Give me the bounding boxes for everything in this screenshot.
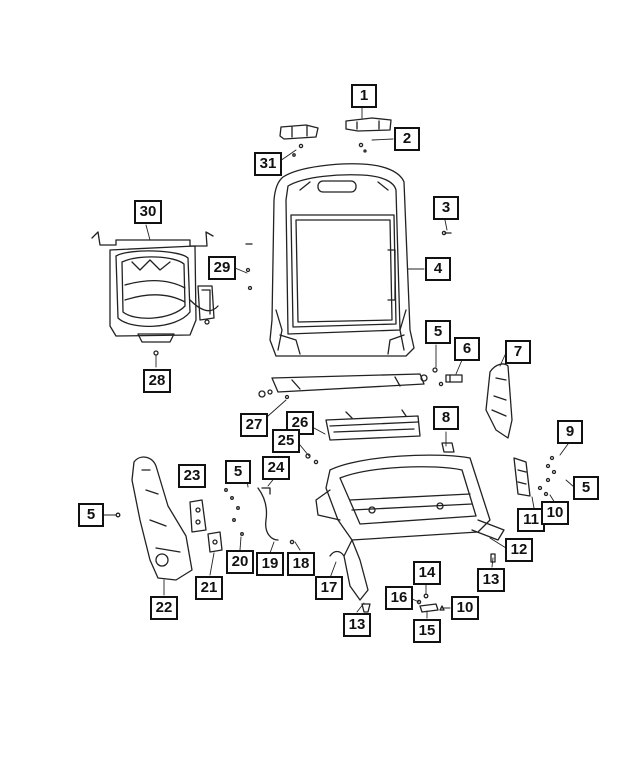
- callout-28[interactable]: 28: [143, 369, 171, 393]
- part-24-harness: [257, 487, 279, 541]
- part-6-bolt: [445, 374, 463, 383]
- part-11-bracket: [513, 457, 531, 497]
- callout-4[interactable]: 4: [425, 257, 451, 281]
- part-22-side-trim: [131, 456, 193, 581]
- callout-25[interactable]: 25: [272, 429, 300, 453]
- callout-14[interactable]: 14: [413, 561, 441, 585]
- callout-27[interactable]: 27: [240, 413, 268, 437]
- callout-16[interactable]: 16: [385, 586, 413, 610]
- leader-lines: [103, 107, 575, 619]
- part-27-crossbar: [258, 373, 428, 400]
- part-5-screw-left: [115, 512, 121, 518]
- callout-7[interactable]: 7: [505, 340, 531, 364]
- callout-2[interactable]: 2: [394, 127, 420, 151]
- part-14-clip: [423, 593, 429, 599]
- part-8-clip: [441, 442, 455, 453]
- part-23-switch: [189, 499, 207, 533]
- part-21-switch: [207, 531, 223, 553]
- part-31-clips: [292, 142, 367, 157]
- callout-5[interactable]: 5: [425, 320, 451, 344]
- callout-9[interactable]: 9: [557, 420, 583, 444]
- callout-20[interactable]: 20: [226, 550, 254, 574]
- part-29-screws: [245, 243, 253, 291]
- part-29-motor: [197, 285, 215, 325]
- part-18-screw: [289, 539, 295, 545]
- part-1-headrest-guides: [279, 117, 392, 140]
- callout-21[interactable]: 21: [195, 576, 223, 600]
- part-4-seat-back-frame: [269, 163, 415, 357]
- callout-15[interactable]: 15: [413, 619, 441, 643]
- part-12-cushion-frame: [315, 454, 505, 601]
- callout-23[interactable]: 23: [178, 464, 206, 488]
- part-16-nut: [416, 599, 422, 605]
- part-28-fastener: [153, 350, 159, 356]
- callout-24[interactable]: 24: [262, 456, 290, 480]
- part-20-screws: [224, 488, 244, 536]
- callout-1[interactable]: 1: [351, 84, 377, 108]
- callout-31[interactable]: 31: [254, 152, 282, 176]
- part-17-cable: [329, 550, 345, 557]
- callout-3[interactable]: 3: [433, 196, 459, 220]
- callout-13b[interactable]: 13: [343, 613, 371, 637]
- callout-5d[interactable]: 5: [78, 503, 104, 527]
- part-7-shield: [485, 363, 513, 439]
- callout-19[interactable]: 19: [256, 552, 284, 576]
- callout-13[interactable]: 13: [477, 568, 505, 592]
- part-15-plate: [419, 603, 445, 613]
- part-5-nuts: [432, 367, 444, 387]
- callout-17[interactable]: 17: [315, 576, 343, 600]
- callout-10[interactable]: 10: [541, 501, 569, 525]
- callout-22[interactable]: 22: [150, 596, 178, 620]
- part-26-bracket: [325, 409, 421, 441]
- part-3-screw: [441, 230, 452, 236]
- part-25-bolts: [305, 453, 319, 465]
- callout-18[interactable]: 18: [287, 552, 315, 576]
- callout-10b[interactable]: 10: [451, 596, 479, 620]
- part-30-suspension-mat: [91, 231, 219, 343]
- callout-5b[interactable]: 5: [225, 460, 251, 484]
- callout-30[interactable]: 30: [134, 200, 162, 224]
- part-13-bolts: [361, 553, 496, 613]
- callout-29[interactable]: 29: [208, 256, 236, 280]
- callout-12[interactable]: 12: [505, 538, 533, 562]
- part-9-screws: [537, 455, 557, 497]
- callout-8[interactable]: 8: [433, 406, 459, 430]
- callout-6[interactable]: 6: [454, 337, 480, 361]
- callout-5c[interactable]: 5: [573, 476, 599, 500]
